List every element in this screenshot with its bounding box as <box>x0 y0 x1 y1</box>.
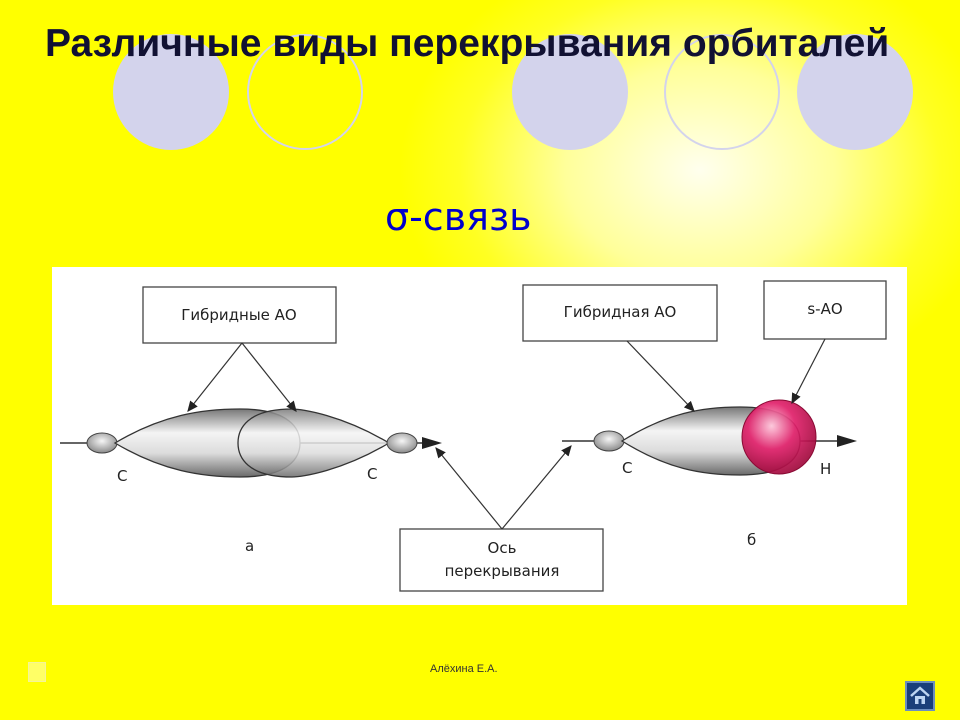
small-lobe-left <box>86 432 118 454</box>
slide-subtitle: σ-связь <box>385 195 532 239</box>
pointer-hybrid-right <box>241 342 297 412</box>
pointer-hybrid-b <box>626 340 695 412</box>
slide-title: Различные виды перекрывания орбиталей <box>45 22 890 65</box>
decor-circle-4 <box>664 34 780 150</box>
label-hybrid-single: Гибридная АО <box>564 303 677 321</box>
pointer-axis-b <box>501 445 572 530</box>
label-axis-line1: Ось <box>488 539 517 557</box>
title-area: Различные виды перекрывания орбиталей <box>0 0 960 110</box>
hybrid-lobe-right <box>237 408 391 478</box>
pointer-axis-a <box>435 447 503 530</box>
pointer-s-ao <box>791 338 826 405</box>
label-hybrid-ao: Гибридные АО <box>181 306 297 324</box>
part-b-label: б <box>747 531 756 549</box>
s-orbital <box>741 399 817 475</box>
axis-arrow-b <box>837 435 857 447</box>
decor-circle-1 <box>113 34 229 150</box>
axis-arrow-a <box>422 437 442 449</box>
small-lobe-right <box>386 432 418 454</box>
label-box-hybrid-single <box>522 284 718 342</box>
label-box-s-ao <box>763 280 887 340</box>
part-a-label: а <box>245 537 254 555</box>
decor-circle-5 <box>797 34 913 150</box>
atom-c-right: С <box>622 459 632 477</box>
home-button[interactable] <box>905 681 935 711</box>
label-box-axis <box>399 528 604 592</box>
atom-c-mid: С <box>367 465 377 483</box>
decor-circle-3 <box>512 34 628 150</box>
decor-circle-2 <box>247 34 363 150</box>
label-axis-line2: перекрывания <box>445 562 560 580</box>
small-lobe-b <box>593 430 625 452</box>
label-box-hybrid-ao <box>142 286 337 344</box>
home-icon <box>910 686 930 704</box>
atom-h: Н <box>820 460 831 478</box>
label-s-ao: s-АО <box>807 300 842 318</box>
atom-c-left: С <box>117 467 127 485</box>
orbital-overlap-diagram: Гибридные АО С С а Гибридная АО s-АО С Н… <box>52 267 907 605</box>
corner-marker <box>28 662 46 682</box>
pointer-hybrid-left <box>187 342 243 412</box>
author-footer: Алёхина Е.А. <box>430 663 498 675</box>
